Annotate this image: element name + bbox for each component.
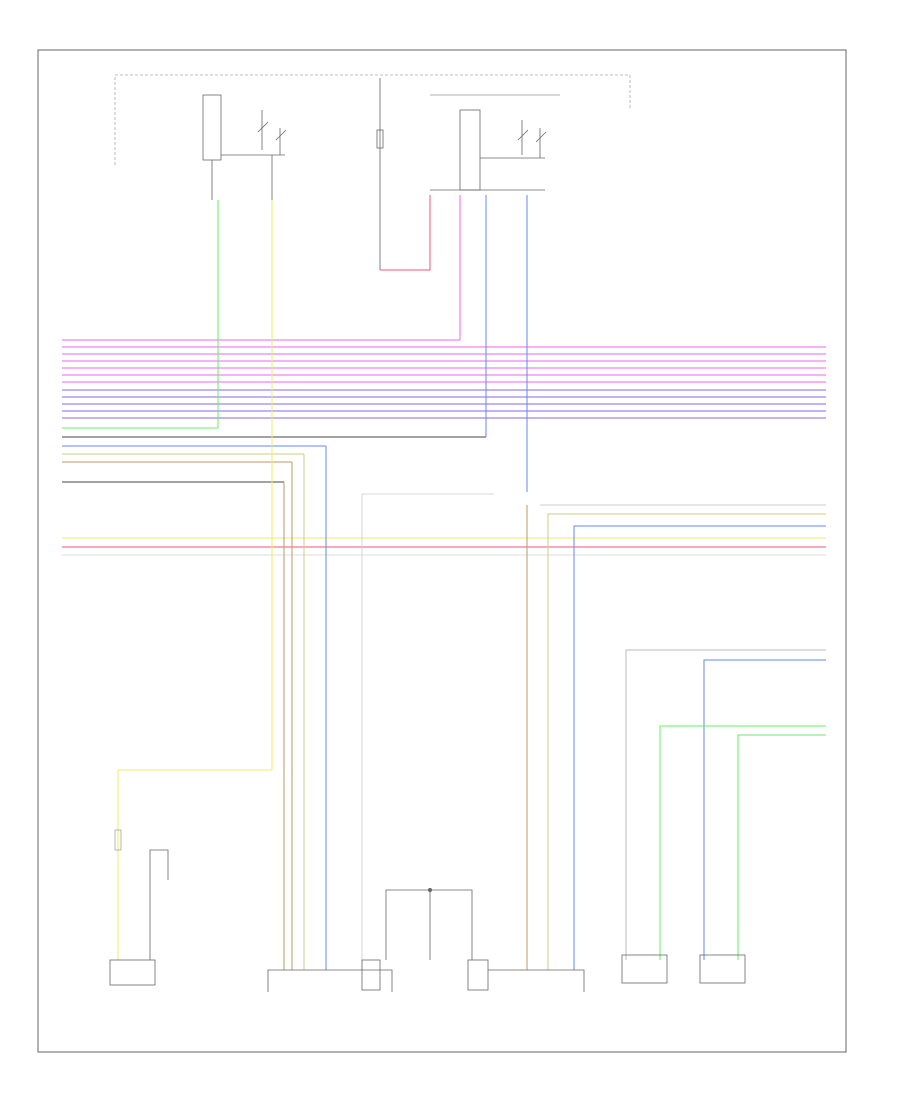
module-left (267, 969, 393, 992)
sensor-box-left (621, 954, 668, 984)
module-right (467, 959, 489, 991)
diagram-frame (37, 49, 847, 1053)
sensor-wires (625, 649, 826, 960)
vertical-wires-top (217, 195, 528, 770)
top-relay-area (114, 74, 631, 270)
bus-wires (62, 339, 826, 556)
module-wires (117, 446, 826, 970)
component-bottom-left (109, 959, 156, 986)
bottom-components (109, 829, 746, 992)
sensor-box-right (699, 954, 746, 984)
relay-left (202, 94, 222, 161)
fuse-middle (376, 129, 384, 149)
relay-right (459, 109, 481, 191)
